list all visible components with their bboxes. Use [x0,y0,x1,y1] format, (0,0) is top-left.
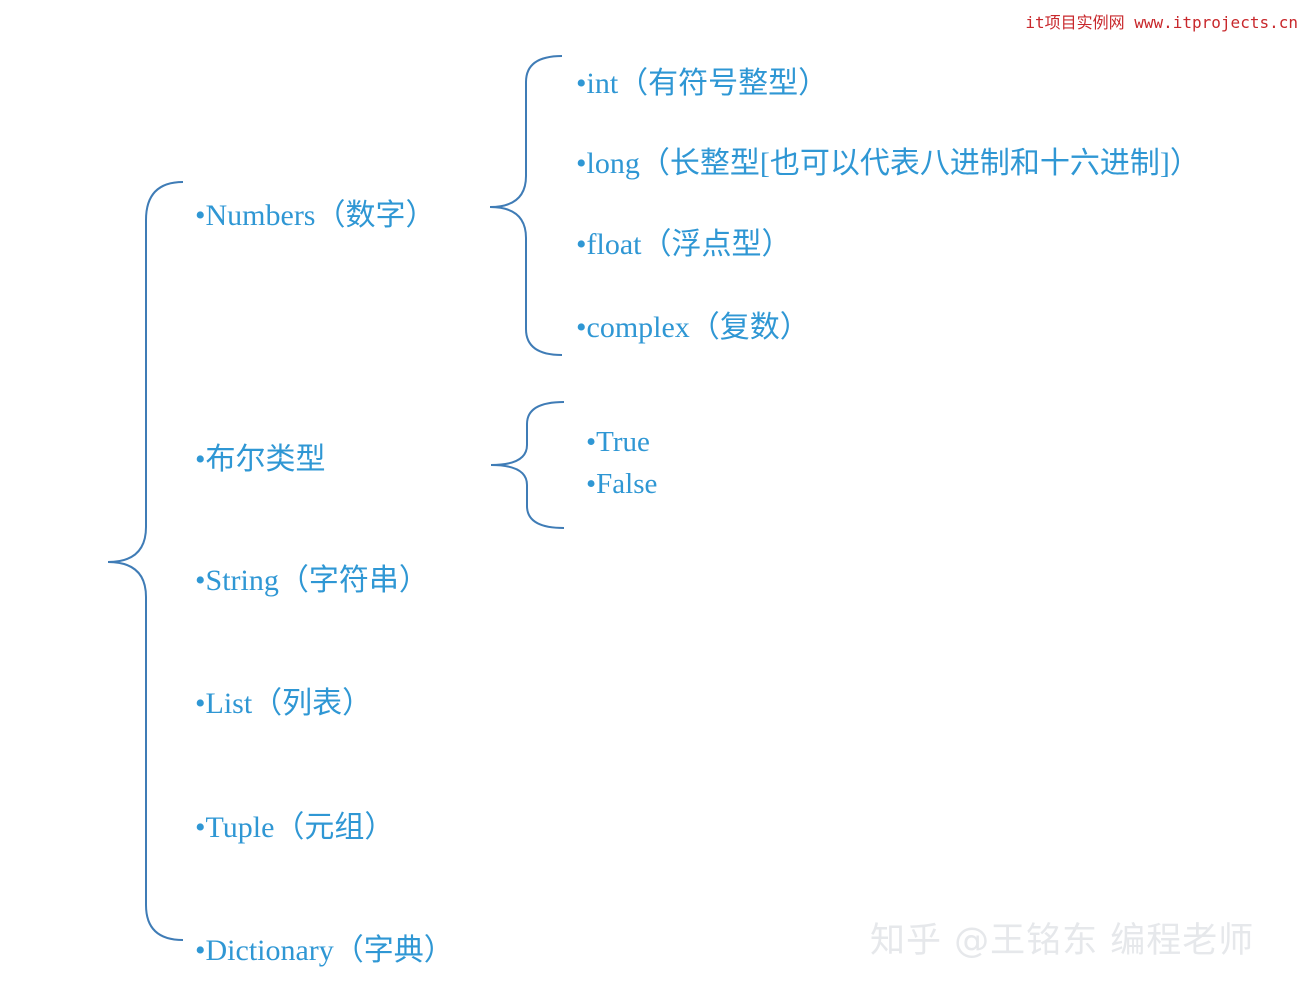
node-list: •List（列表） [195,687,373,720]
node-true: •True [586,426,650,458]
node-string: •String（字符串） [195,564,429,597]
node-numbers: •Numbers（数字） [195,199,436,232]
node-long: •long（长整型[也可以代表八进制和十六进制]） [576,147,1200,180]
node-bool-type: •布尔类型 [195,443,326,476]
main-brace [107,181,184,941]
node-complex: •complex（复数） [576,311,810,344]
node-int: •int（有符号整型） [576,67,829,100]
node-false: •False [586,468,658,500]
node-tuple: •Tuple（元组） [195,811,395,844]
site-watermark: it项目实例网 www.itprojects.cn [1025,13,1298,32]
bool-brace [490,401,565,529]
node-dictionary: •Dictionary（字典） [195,934,454,967]
numbers-brace [489,55,563,356]
node-float: •float（浮点型） [576,228,792,261]
zhihu-watermark: 知乎 @王铭东 编程老师 [870,921,1255,961]
